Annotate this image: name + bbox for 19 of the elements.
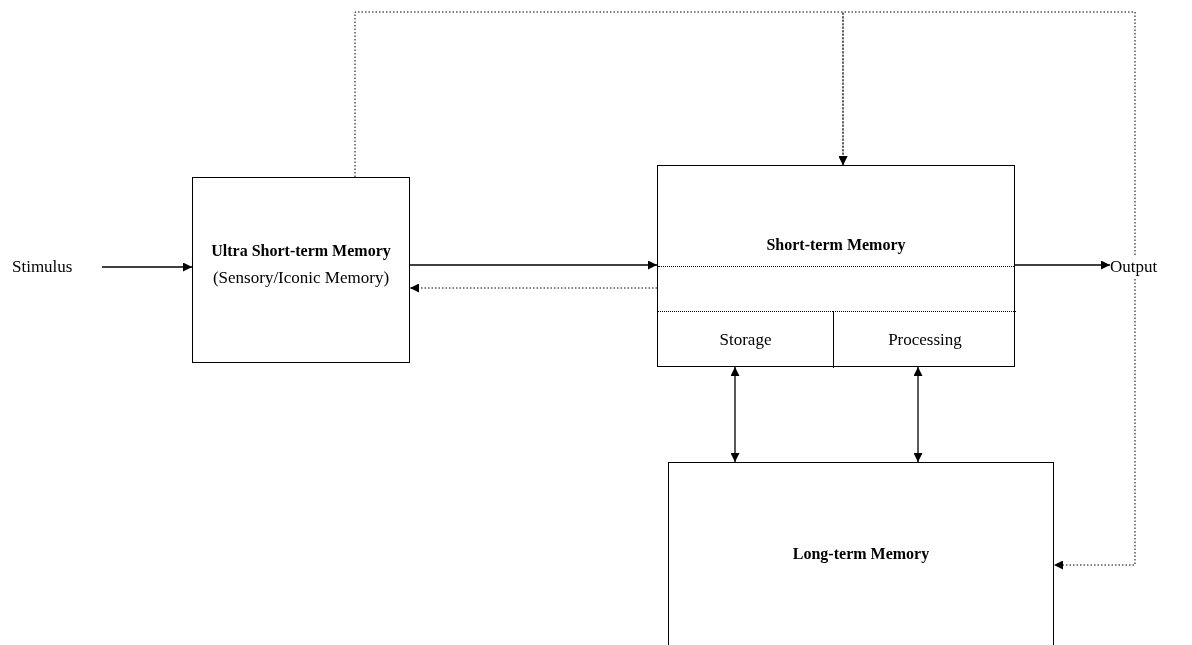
flow-label: Output <box>1110 255 1185 279</box>
box-subtitle: (Sensory/Iconic Memory) <box>212 268 390 288</box>
arrow <box>409 283 658 293</box>
memory-box <box>657 165 1015 367</box>
arrow <box>101 262 193 272</box>
compartment-cell: Storage <box>658 311 833 368</box>
arrow <box>409 260 658 270</box>
arrow <box>913 366 923 463</box>
compartment-cell: Processing <box>833 311 1016 368</box>
arrow <box>838 11 1136 256</box>
arrow <box>1053 278 1136 570</box>
memory-box <box>192 177 410 363</box>
arrow <box>1014 260 1111 270</box>
box-title: Short-term Memory <box>766 236 906 254</box>
arrow <box>730 366 740 463</box>
box-title: Ultra Short-term Memory <box>211 242 391 260</box>
memory-box <box>668 462 1054 645</box>
box-title: Long-term Memory <box>792 545 930 563</box>
flow-label: Stimulus <box>12 255 102 279</box>
